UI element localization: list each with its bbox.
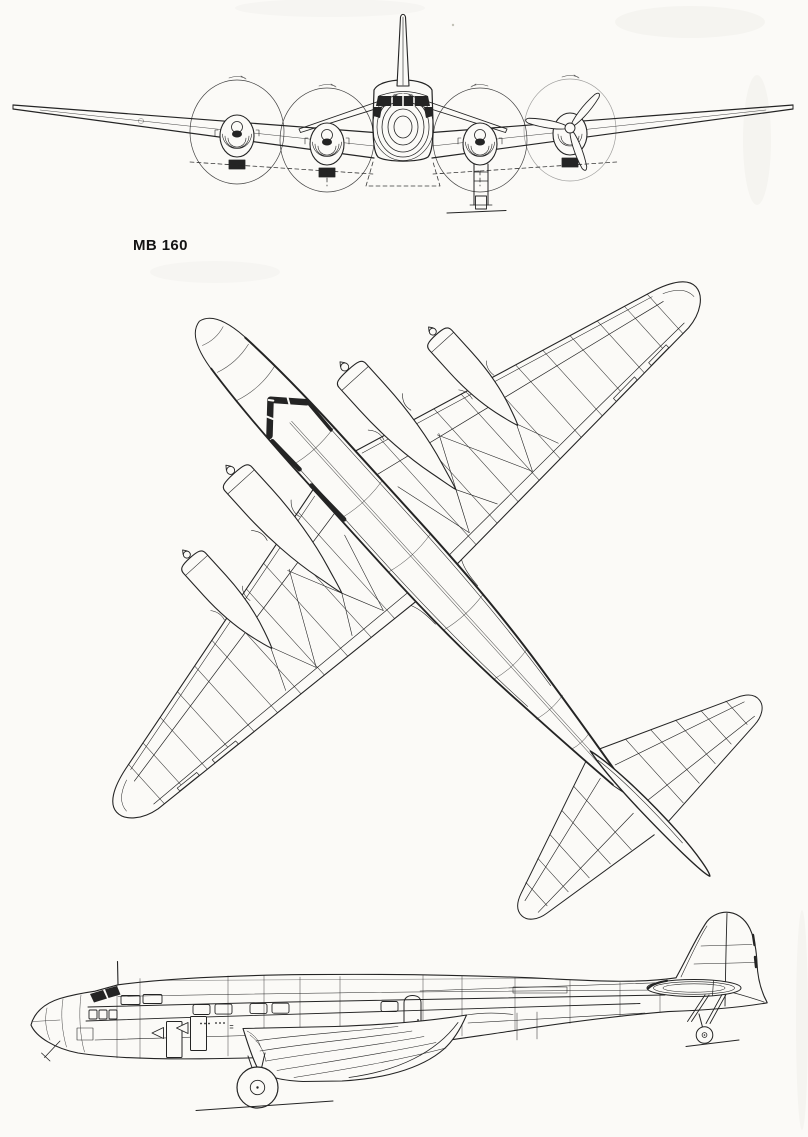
propeller-spinner — [176, 1022, 189, 1034]
engine-nacelle-outer-right — [525, 92, 600, 171]
cabin-door — [403, 995, 422, 1042]
side-wing-root — [242, 1012, 514, 1083]
fuselage-shadow-lines — [210, 336, 622, 786]
front-fin — [396, 13, 410, 87]
fuselage-spine-line — [289, 420, 617, 781]
front-dashed-lines — [189, 161, 618, 187]
aileron-trim-tab — [648, 344, 670, 366]
plan-tailplane — [517, 694, 763, 920]
aileron-trim-tab — [176, 772, 200, 792]
designation-label: MB 160 — [133, 237, 188, 254]
plan-nacelle-outer-right — [427, 326, 519, 426]
ground-line — [195, 1100, 334, 1111]
plan-nacelle-inner-left — [222, 464, 343, 594]
front-fuselage — [372, 79, 434, 162]
ground-line — [446, 209, 507, 214]
wing-bracing-lines — [397, 423, 559, 533]
antenna-mast — [116, 960, 119, 986]
upper-panel — [512, 986, 568, 994]
front-view — [12, 13, 794, 214]
plan-cockpit-glazing — [265, 396, 347, 522]
side-nose-details — [32, 960, 163, 1062]
plan-fuselage — [194, 317, 632, 799]
plan-wing-left — [112, 488, 436, 819]
rivet-dots — [200, 1022, 225, 1025]
plan-nacelle-inner-right — [336, 360, 457, 491]
cabin-windows — [192, 1001, 399, 1015]
tailplane-side — [646, 979, 742, 997]
propeller — [525, 92, 600, 171]
propeller-spinner — [151, 1027, 164, 1039]
aileron-trim-tab — [211, 740, 239, 764]
engine-nacelle-inner-right — [457, 122, 503, 166]
rudder-hinge-marks — [751, 933, 758, 969]
windshield-pane — [105, 986, 121, 998]
wing-insignia-mark — [138, 118, 144, 124]
side-view — [30, 911, 768, 1111]
front-tailplane — [298, 94, 508, 133]
wing-bracing-lines — [270, 534, 384, 691]
radiator — [561, 157, 579, 168]
plan-fin-blade — [589, 750, 711, 877]
radiator — [228, 159, 246, 170]
main-landing-gear — [195, 1052, 334, 1111]
front-landing-gear — [446, 163, 507, 214]
side-engine-nacelles — [151, 1016, 234, 1058]
plan-nacelle-outer-left — [181, 549, 273, 649]
tail-wheel — [695, 1013, 714, 1044]
engine-nacelle-inner-left — [304, 122, 350, 178]
windshield-pane — [90, 990, 107, 1003]
pitot-probe — [41, 1040, 61, 1062]
engine-nacelle-outer-left — [214, 114, 260, 170]
propeller-discs — [189, 74, 617, 193]
ground-line — [685, 1039, 740, 1047]
plan-wing-right — [354, 281, 701, 587]
side-tail — [646, 913, 765, 1047]
tailplane-struts — [687, 994, 727, 1024]
plan-view — [112, 281, 763, 920]
aileron-trim-tab — [613, 376, 638, 402]
